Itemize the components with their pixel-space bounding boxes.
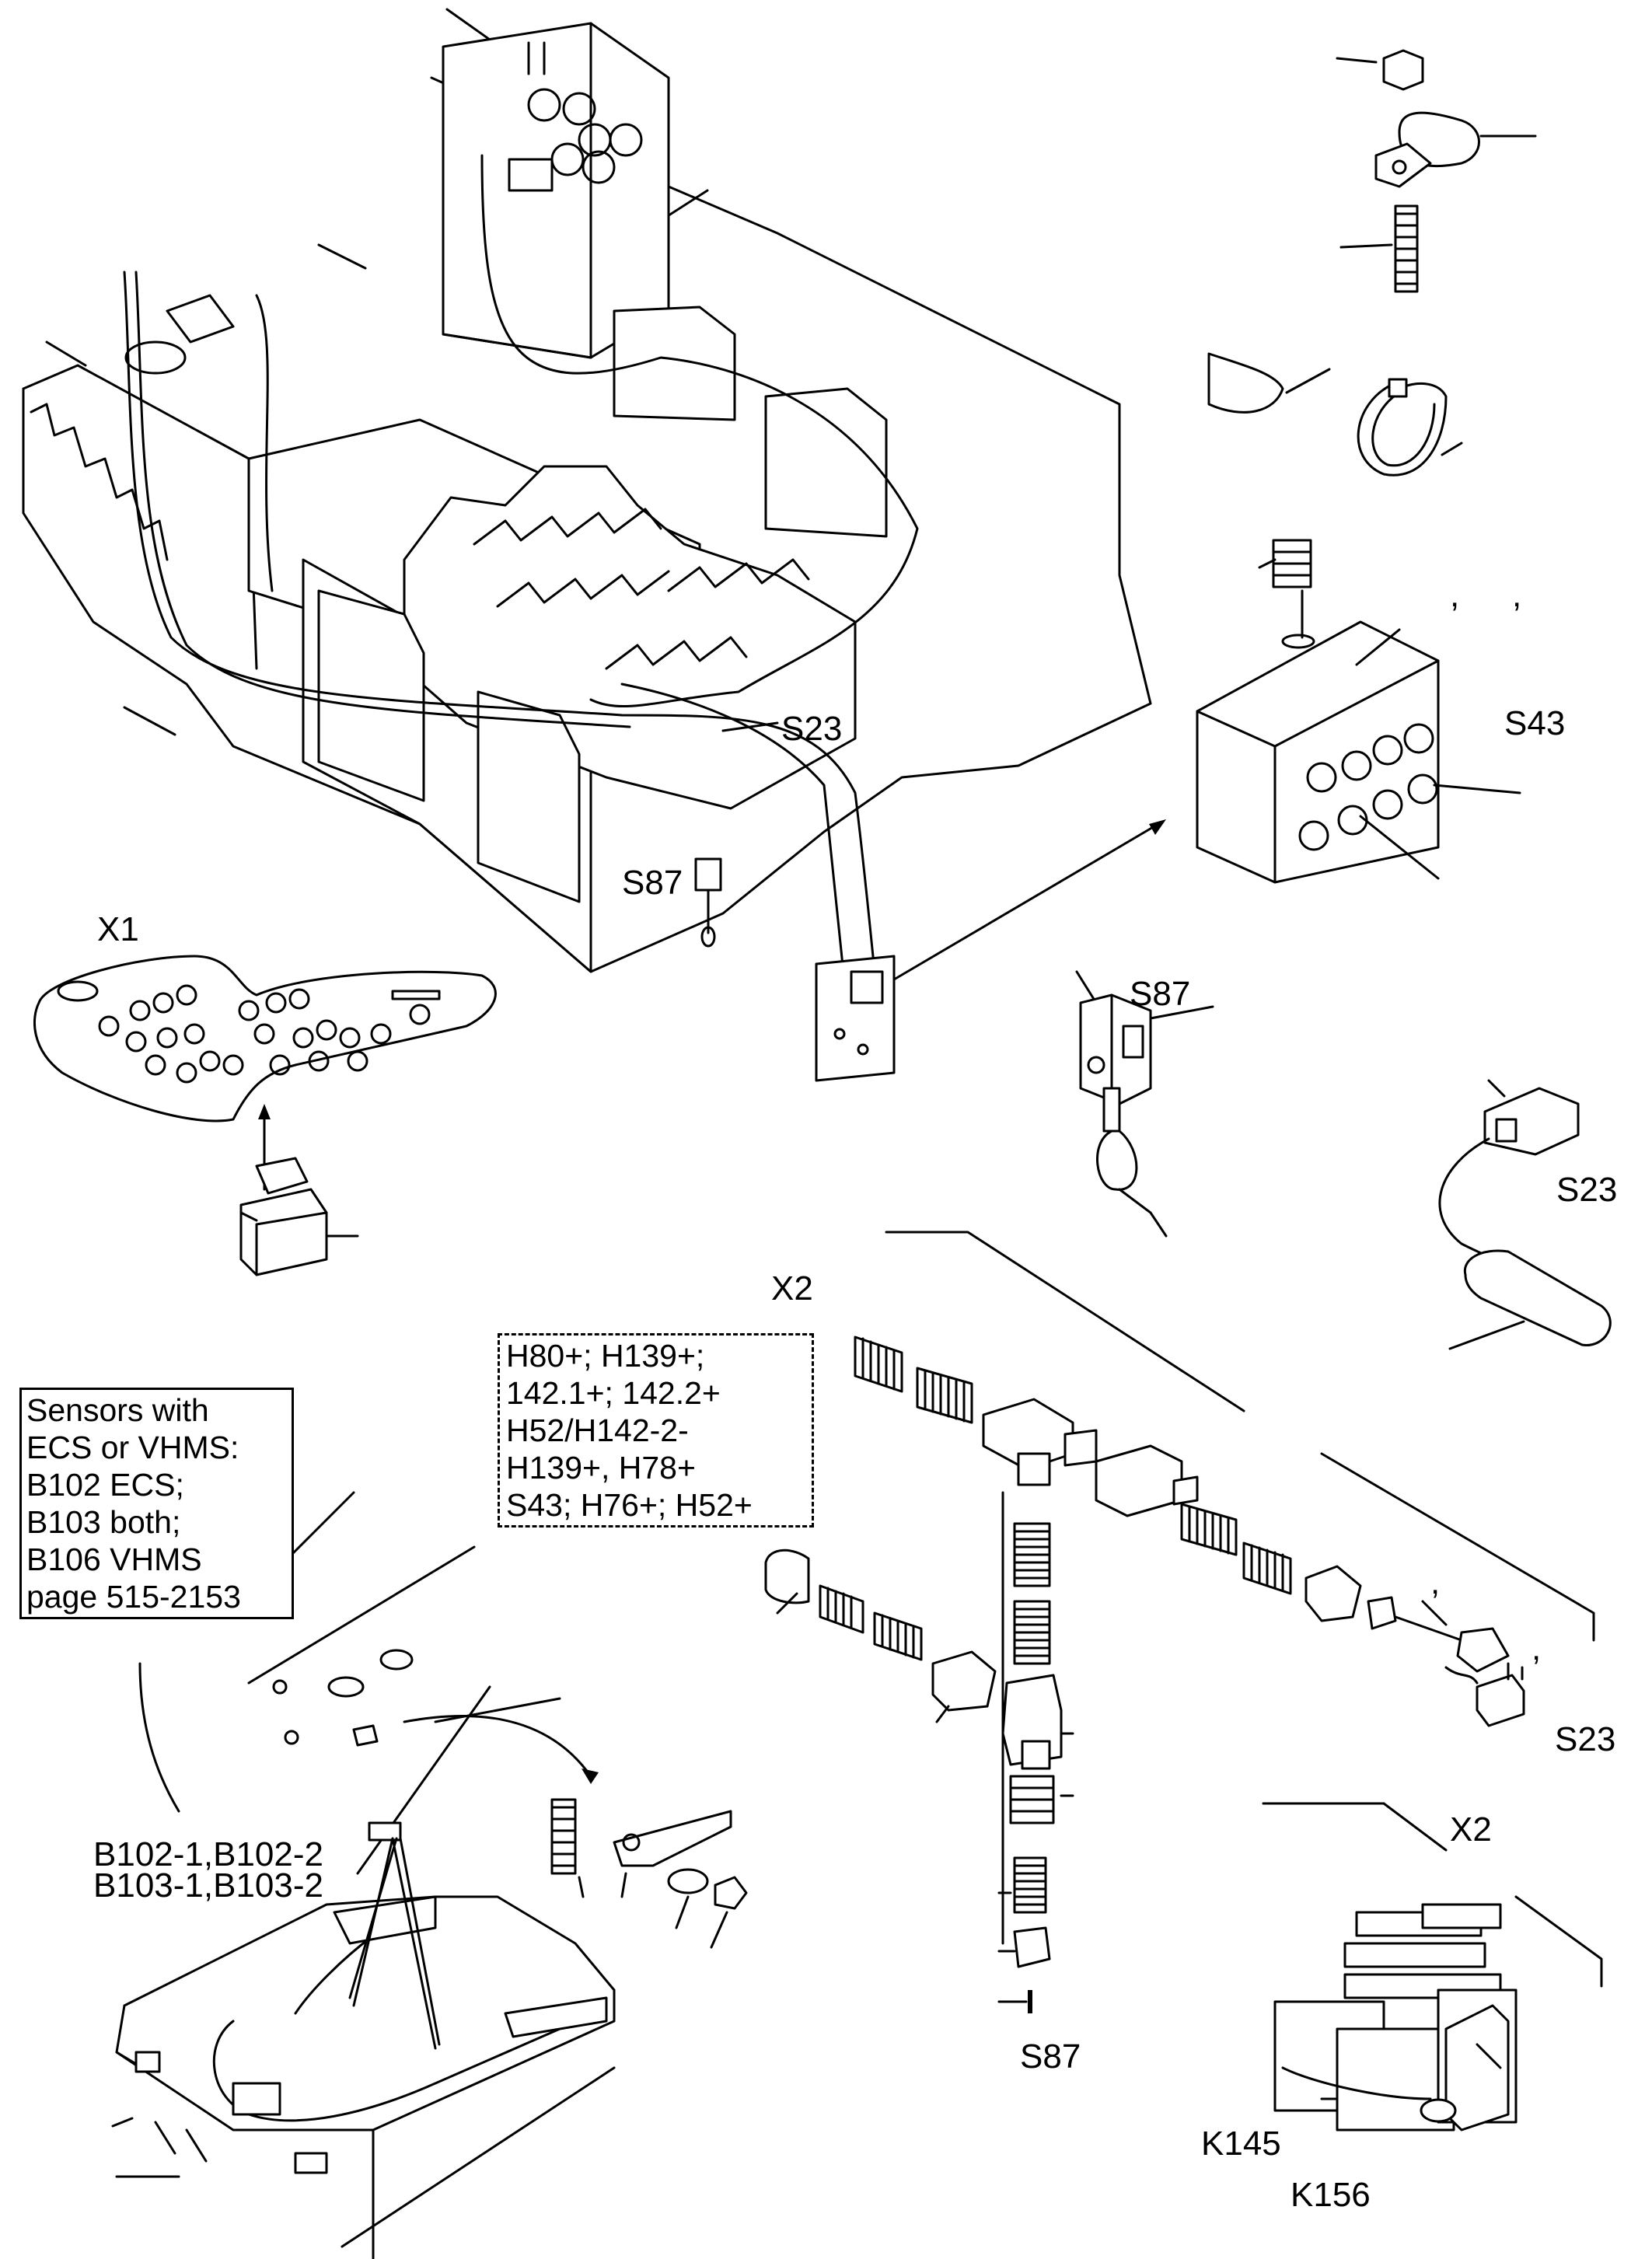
comma-4: , <box>1532 1629 1541 1667</box>
wire-note-line: H52/H142-2- <box>506 1412 689 1448</box>
comma-2: , <box>1512 576 1521 614</box>
label-x2-mid: X2 <box>771 1269 813 1308</box>
s87-switch-detail <box>1075 970 1214 1238</box>
label-s43: S43 <box>1504 704 1565 742</box>
label-s87-bottom: S87 <box>1020 2037 1081 2076</box>
sensor-note-line: B106 VHMS <box>26 1541 202 1577</box>
sensor-note-line: B103 both; <box>26 1504 181 1540</box>
label-s23-top: S23 <box>781 710 842 748</box>
x1-connector-panel <box>33 955 497 1276</box>
sensor-mount-area <box>111 1491 748 2259</box>
label-k156: K156 <box>1291 2176 1371 2214</box>
label-x2-bottom: X2 <box>1450 1810 1492 1849</box>
comma-3: , <box>1430 1563 1440 1601</box>
sensor-note-line: Sensors with <box>26 1392 209 1428</box>
s43-control-box <box>1196 539 1521 884</box>
text-labels: S23 S43 S87 X1 S87 S23 X2 S23 X2 B102-1,… <box>93 576 1617 2214</box>
top-right-hardware <box>1207 49 1537 477</box>
machine-assembly <box>22 8 1166 1082</box>
label-b103: B103-1,B103-2 <box>93 1866 323 1905</box>
wire-note: H80+; H139+; 142.1+; 142.2+ H52/H142-2- … <box>498 1333 814 1528</box>
sensor-note: Sensors with ECS or VHMS: B102 ECS; B103… <box>19 1388 294 1619</box>
label-s23-bottom: S23 <box>1555 1720 1615 1758</box>
label-s87-top: S87 <box>622 864 683 902</box>
wire-note-line: H80+; H139+; <box>506 1338 705 1374</box>
wire-note-line: S43; H76+; H52+ <box>506 1487 753 1523</box>
wire-note-line: H139+, H78+ <box>506 1450 696 1486</box>
s23-sensor-detail <box>1438 1079 1612 1350</box>
label-b102: B102-1,B102-2 <box>93 1835 323 1873</box>
label-s23-mid: S23 <box>1556 1171 1617 1209</box>
label-x1: X1 <box>97 910 139 948</box>
wire-note-line: 142.1+; 142.2+ <box>506 1375 721 1411</box>
x2-conduit-assembly <box>764 1231 1595 2013</box>
sensor-note-line: ECS or VHMS: <box>26 1430 239 1465</box>
label-k145: K145 <box>1201 2125 1281 2163</box>
sensor-note-line: B102 ECS; <box>26 1467 184 1503</box>
label-s87-mid: S87 <box>1130 975 1190 1013</box>
relay-block <box>1262 1802 1603 2132</box>
sensor-note-line: page 515-2153 <box>26 1579 241 1615</box>
comma-1: , <box>1450 576 1459 614</box>
